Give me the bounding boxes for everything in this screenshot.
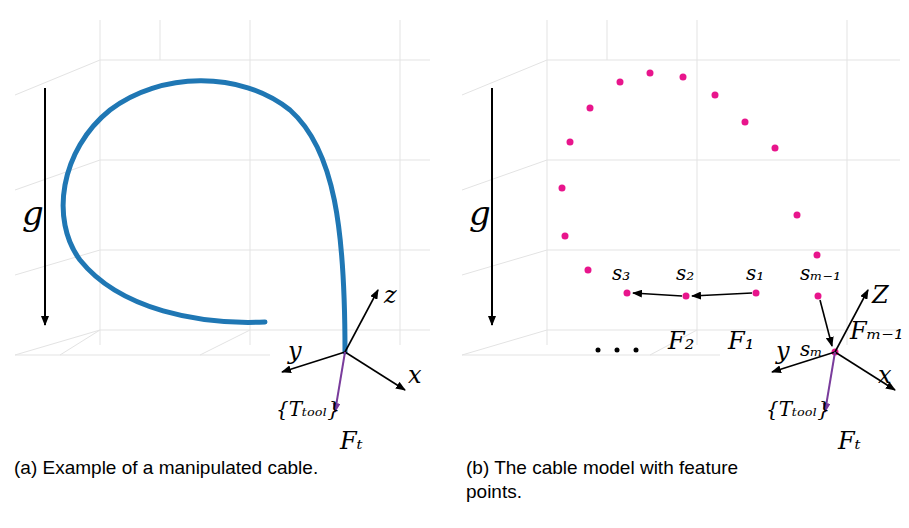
grid	[15, 20, 430, 355]
axis-label: z	[384, 282, 397, 308]
force-label: Fₜ	[340, 428, 363, 454]
frame-label: {Tₜₒₒₗ}	[276, 398, 340, 420]
force-label: Fₜ	[838, 428, 861, 454]
force-label: F₂	[668, 328, 694, 354]
point-label: sₘ	[800, 338, 823, 360]
caption: (a) Example of a manipulated cable.	[14, 456, 324, 480]
feature-points	[559, 70, 839, 356]
force-label: Fₘ₋₁	[850, 318, 904, 344]
gravity-symbol: g	[469, 195, 491, 232]
gravity-symbol: g	[22, 195, 44, 232]
force-label: F₁	[728, 328, 754, 354]
gravity-arrow	[44, 88, 46, 325]
point-label: s₂	[676, 262, 694, 284]
point-label: s₃	[612, 262, 630, 284]
gravity-arrow	[491, 88, 493, 325]
ellipsis-dots	[596, 348, 639, 353]
axis-label: Z	[872, 282, 889, 308]
axis-label: y	[776, 338, 790, 364]
frame-label: {Tₜₒₒₗ}	[766, 398, 830, 420]
point-label: s₁	[746, 262, 764, 284]
caption: (b) The cable model with feature points.	[466, 456, 776, 504]
cable	[63, 81, 345, 352]
grid	[462, 20, 900, 355]
point-label: sₘ₋₁	[800, 262, 841, 284]
axis-label: x	[408, 362, 422, 388]
axis-label: y	[288, 338, 302, 364]
axis-label: x	[878, 362, 892, 388]
